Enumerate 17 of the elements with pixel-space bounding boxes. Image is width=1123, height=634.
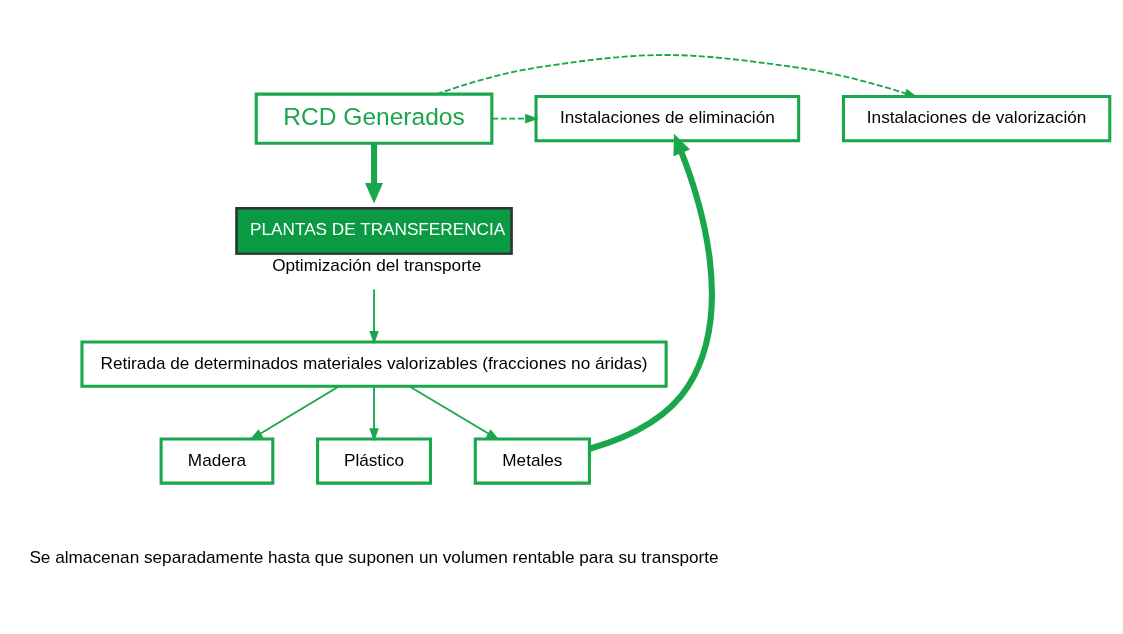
arrow	[588, 133, 715, 452]
arrow	[365, 142, 384, 204]
arrow	[249, 384, 341, 440]
arrow	[408, 384, 500, 440]
node-box: Retirada de determinados materiales valorizables (fracciones no áridas)	[80, 339, 668, 388]
node-box: Metales	[473, 436, 591, 485]
node-label: Optimización del transporte	[272, 254, 482, 275]
label: Se almacenan separadamente hasta que suponen un volumen rentable para su transporte	[29, 546, 719, 567]
node-box: RCD Generados	[254, 92, 494, 145]
arrow	[369, 288, 379, 344]
node-box: Madera	[159, 436, 275, 485]
arrow	[491, 113, 539, 123]
node-box: Instalaciones de valorización	[841, 94, 1112, 142]
arrow	[369, 384, 379, 442]
node-box: Instalaciones de eliminación	[534, 94, 801, 142]
arrow	[435, 53, 918, 98]
node-box: Plástico	[316, 436, 433, 485]
